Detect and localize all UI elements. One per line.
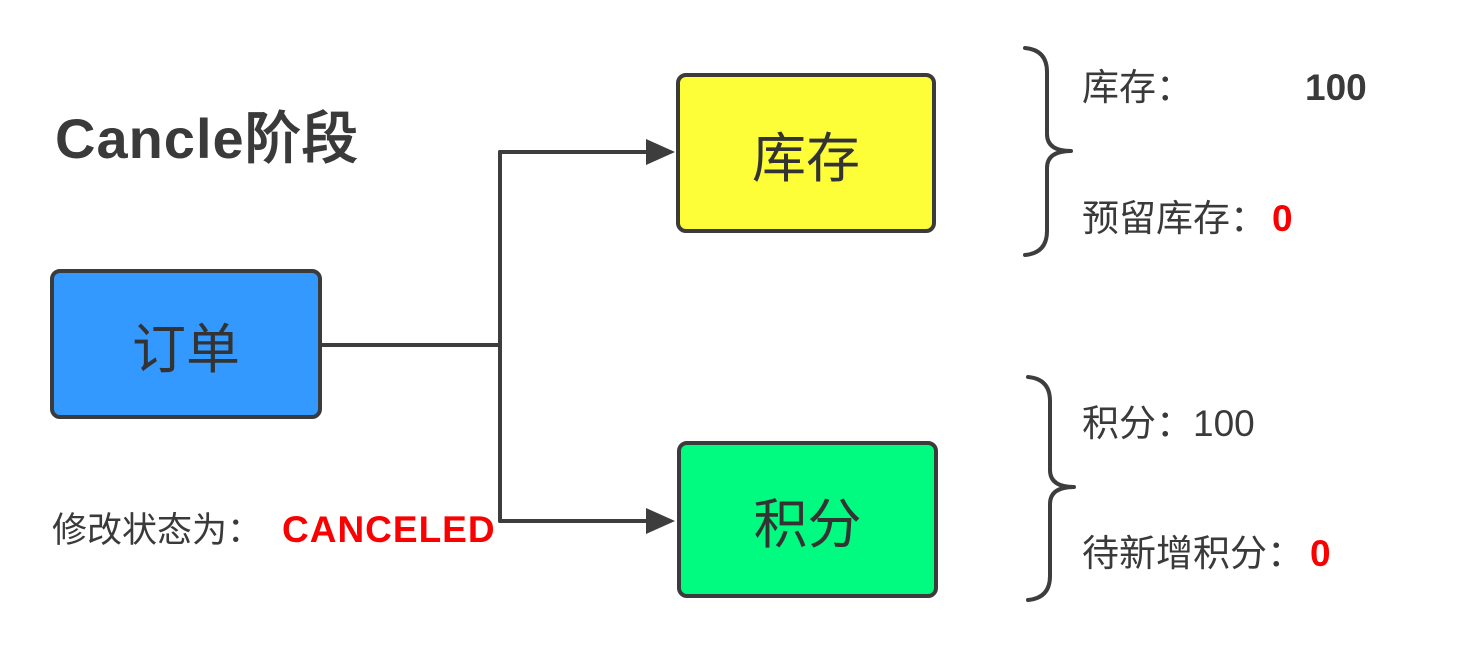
status-line: 修改状态为： CANCELED [52,502,496,553]
node-order-label: 订单 [132,319,240,380]
brace-points [1026,375,1076,602]
node-points: 积分 [677,441,938,598]
status-label: 修改状态为： [52,511,263,550]
points-pending-label: 待新增积分： [1082,533,1304,574]
points-pending-value: 0 [1310,533,1331,574]
inventory-total-value: 100 [1305,67,1367,108]
arrowhead-inventory [646,139,675,165]
points-total-row: 积分：100 [1082,402,1255,446]
inventory-total-row: 库存： 100 [1082,66,1367,110]
node-inventory: 库存 [676,73,936,233]
node-inventory-label: 库存 [752,128,860,189]
status-value: CANCELED [282,509,496,550]
points-total-value: 100 [1193,403,1255,444]
node-points-label: 积分 [753,495,862,555]
inventory-reserved-value: 0 [1272,198,1293,239]
diagram-title: Cancle阶段 [55,107,359,170]
brace-inventory [1023,46,1073,257]
inventory-total-label: 库存： [1082,67,1193,108]
points-total-label: 积分： [1082,403,1193,444]
inventory-reserved-label: 预留库存： [1082,198,1267,239]
node-order: 订单 [50,269,322,419]
inventory-reserved-row: 预留库存：0 [1082,197,1293,241]
arrowhead-points [646,508,675,534]
points-pending-row: 待新增积分：0 [1082,532,1331,576]
